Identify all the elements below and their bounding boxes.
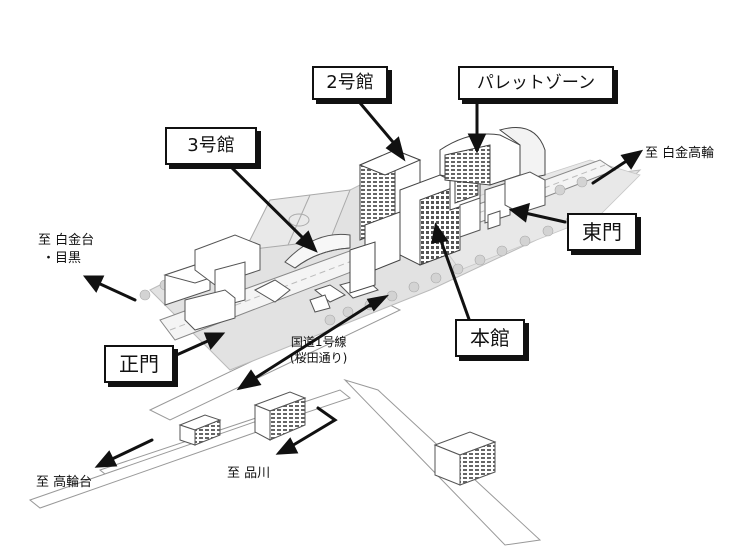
main-gate-label: 正門 bbox=[104, 345, 174, 383]
lower-buildings bbox=[178, 391, 497, 486]
bldg2-label: 2号館 bbox=[312, 66, 388, 100]
central-buildings bbox=[349, 149, 481, 294]
east-buildings bbox=[459, 171, 546, 238]
dest-shirokanedai-line2: ・目黒 bbox=[42, 250, 82, 266]
main-building-label: 本館 bbox=[455, 319, 525, 357]
dest-shirokanedai: 至 白金台 ・目黒 bbox=[38, 232, 94, 267]
pointer-arrows bbox=[82, 95, 644, 468]
palette-zone-building bbox=[439, 127, 546, 186]
dest-shirokanetakanawa: 至 白金高輪 bbox=[645, 146, 715, 161]
route-1-alias: (桜田通り) bbox=[290, 350, 348, 365]
route-1-label: 国道1号線 (桜田通り) bbox=[290, 335, 347, 366]
palette-zone-label: パレットゾーン bbox=[458, 66, 614, 100]
route-1-name: 国道1号線 bbox=[290, 335, 347, 349]
dest-shirokanedai-line1: 至 白金台 bbox=[38, 233, 95, 248]
bldg3-label: 3号館 bbox=[165, 127, 257, 165]
east-gate-label: 東門 bbox=[567, 213, 637, 251]
dest-takanawadai: 至 高輪台 bbox=[36, 475, 93, 490]
dest-shinagawa: 至 品川 bbox=[227, 466, 271, 481]
